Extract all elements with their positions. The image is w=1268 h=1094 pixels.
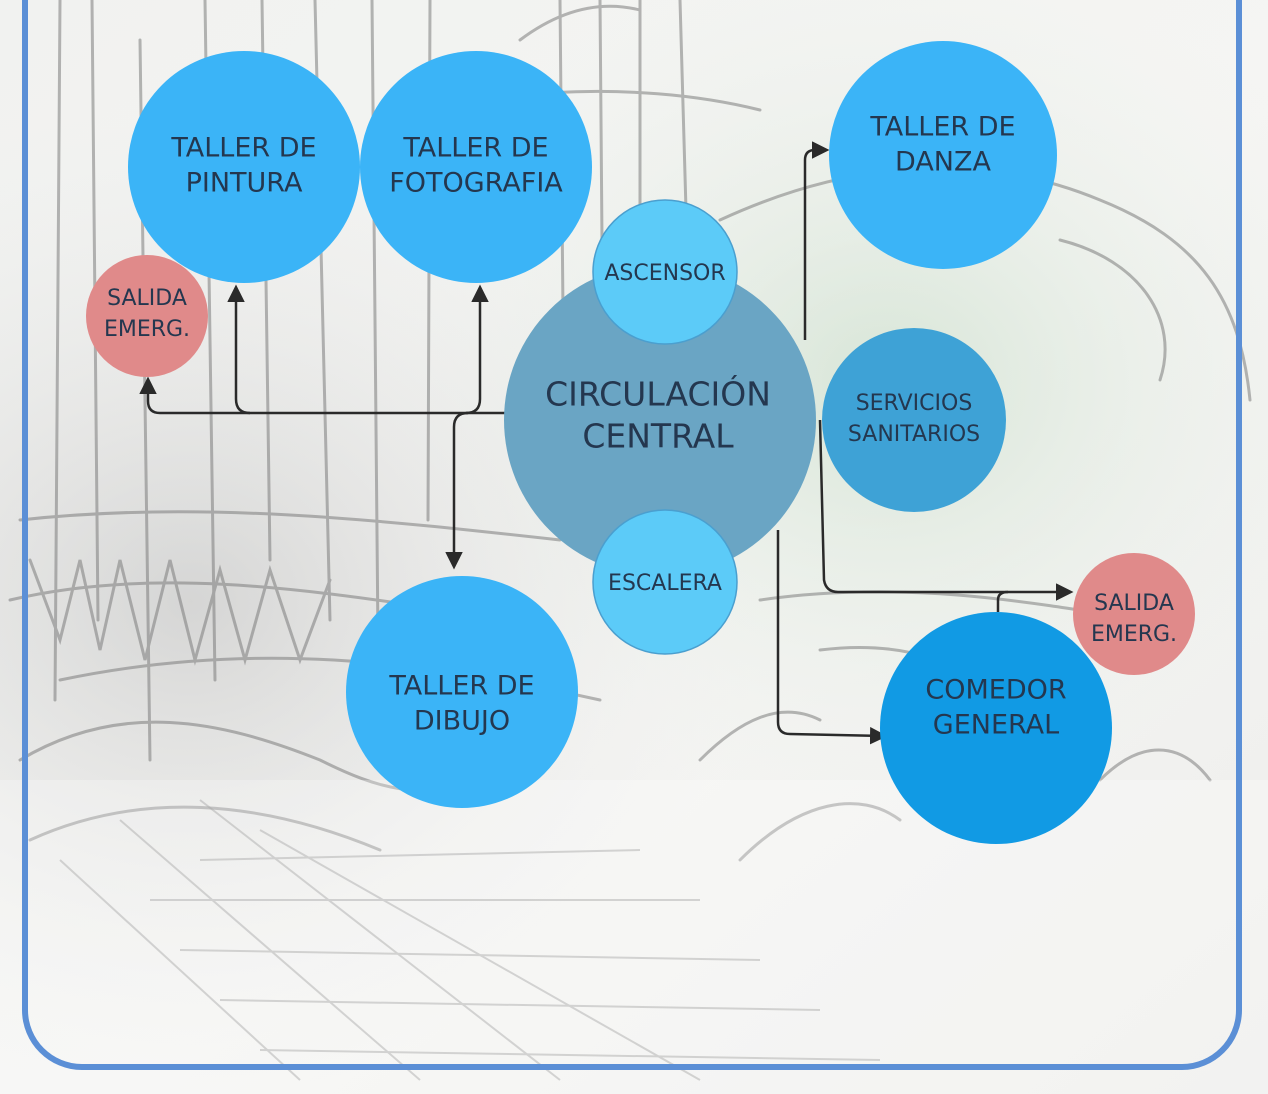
- node-taller-danza-line2: DANZA: [895, 147, 991, 178]
- node-taller-fotografia: TALLER DE FOTOGRAFIA: [360, 51, 592, 283]
- node-taller-danza-circle: [829, 41, 1057, 269]
- node-salida-emerg-left-line1: SALIDA: [107, 286, 187, 311]
- node-ascensor-label: ASCENSOR: [604, 261, 725, 286]
- node-ascensor: ASCENSOR: [592, 199, 738, 345]
- node-comedor-general-circle: [880, 612, 1112, 844]
- node-salida-emerg-left-line2: EMERG.: [104, 317, 190, 342]
- node-taller-pintura-line2: PINTURA: [186, 168, 303, 199]
- node-servicios-sanitarios-circle: [822, 328, 1006, 512]
- node-taller-pintura: TALLER DE PINTURA: [128, 51, 360, 283]
- node-servicios-sanitarios-line1: SERVICIOS: [856, 391, 973, 416]
- connector-to-taller-danza: [803, 141, 830, 340]
- node-comedor-general-line2: GENERAL: [933, 710, 1059, 741]
- node-escalera: ESCALERA: [592, 509, 738, 655]
- node-salida-emerg-left-circle: [86, 255, 208, 377]
- node-comedor-general-line1: COMEDOR: [925, 675, 1066, 706]
- node-taller-fotografia-line2: FOTOGRAFIA: [389, 168, 563, 199]
- node-taller-pintura-circle: [128, 51, 360, 283]
- node-taller-pintura-line1: TALLER DE: [170, 133, 316, 164]
- node-taller-dibujo-line1: TALLER DE: [388, 671, 534, 702]
- node-taller-fotografia-line1: TALLER DE: [402, 133, 548, 164]
- node-servicios-sanitarios-line2: SANITARIOS: [848, 422, 980, 447]
- node-taller-dibujo-circle: [346, 576, 578, 808]
- node-circulacion-central-line1: CIRCULACIÓN: [545, 374, 771, 414]
- node-taller-danza: TALLER DE DANZA: [829, 41, 1057, 269]
- node-circulacion-central-circle: [504, 264, 816, 576]
- node-escalera-circle: [592, 509, 738, 655]
- node-escalera-label: ESCALERA: [608, 571, 722, 596]
- connector-to-salida-right: [818, 419, 1074, 601]
- node-salida-emerg-right-line2: EMERG.: [1091, 622, 1177, 647]
- connector-to-taller-dibujo: [445, 411, 469, 570]
- node-taller-danza-line1: TALLER DE: [869, 112, 1015, 143]
- connector-to-taller-fotografia: [465, 284, 489, 415]
- node-salida-emerg-left: SALIDA EMERG.: [86, 255, 208, 377]
- node-salida-emerg-right: SALIDA EMERG.: [1073, 553, 1195, 675]
- node-taller-dibujo: TALLER DE DIBUJO: [346, 576, 578, 808]
- connector-to-comedor-general: [776, 530, 888, 745]
- connector-to-taller-pintura: [227, 284, 251, 415]
- connector-to-salida-left: [139, 376, 505, 415]
- connectors: [139, 141, 1074, 745]
- node-comedor-general: COMEDOR GENERAL: [880, 612, 1112, 844]
- node-servicios-sanitarios: SERVICIOS SANITARIOS: [822, 328, 1006, 512]
- node-circulacion-central-line2: CENTRAL: [582, 417, 734, 456]
- node-circulacion-central: CIRCULACIÓN CENTRAL: [504, 264, 816, 576]
- node-taller-dibujo-line2: DIBUJO: [414, 706, 510, 737]
- node-salida-emerg-right-circle: [1073, 553, 1195, 675]
- node-ascensor-circle: [592, 199, 738, 345]
- node-taller-fotografia-circle: [360, 51, 592, 283]
- rounded-frame: [22, 0, 1242, 1070]
- node-salida-emerg-right-line1: SALIDA: [1094, 591, 1174, 616]
